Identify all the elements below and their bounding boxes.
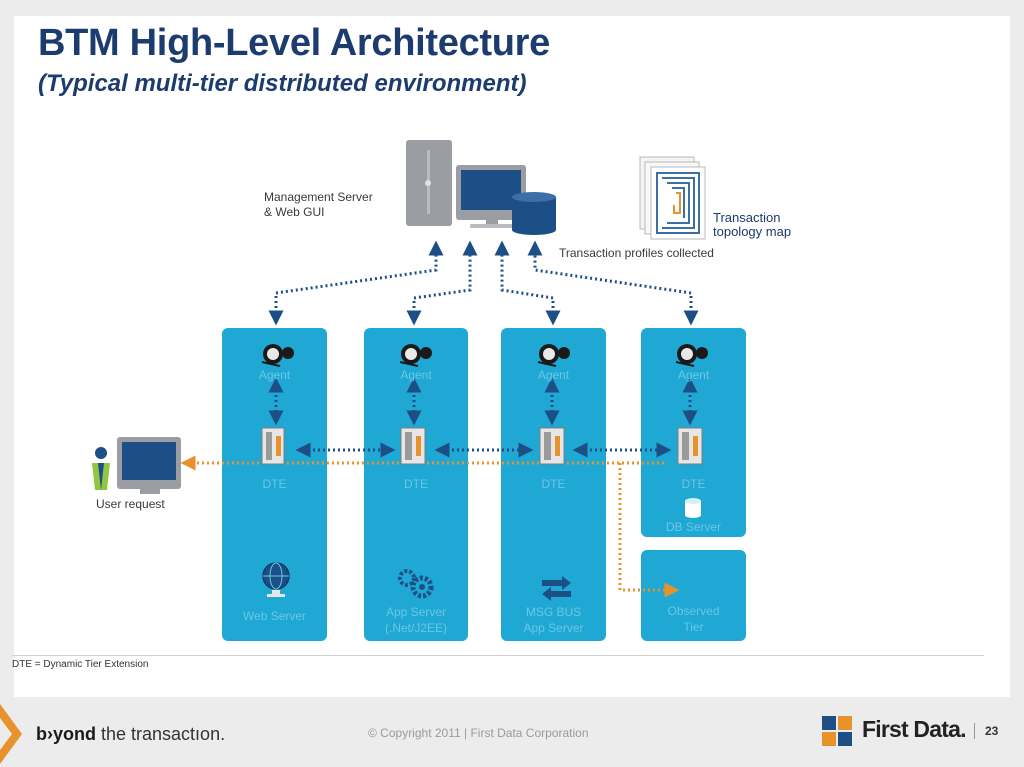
db-cylinder-icon <box>685 498 701 518</box>
exchange-arrows-icon <box>542 576 571 601</box>
slide-subtitle: (Typical multi-tier distributed environm… <box>38 70 527 97</box>
dte-label: DTE <box>541 477 566 491</box>
tier-box-app <box>364 328 468 641</box>
tier-name: Web Server <box>242 609 307 623</box>
tier-name: DB Server <box>665 520 722 534</box>
profiles-collected-label: Transaction profiles collected <box>559 246 714 260</box>
user-monitor-icon <box>117 437 181 494</box>
page-number: 23 <box>985 724 999 738</box>
mgmt-link-1 <box>268 240 444 326</box>
tier-observed: Observed Tier <box>641 550 746 641</box>
observed-line1: Observed <box>667 604 720 618</box>
tier-web-server: Agent DTE Web Server <box>222 328 327 641</box>
footnote: DTE = Dynamic Tier Extension <box>12 659 149 670</box>
dte-label: DTE <box>262 477 287 491</box>
user-person-icon <box>92 447 110 490</box>
gears-icon <box>398 569 434 599</box>
agent-label: Agent <box>537 368 570 382</box>
tier-name-sub: App Server <box>523 621 584 635</box>
tier-box-msg <box>501 328 606 641</box>
tier-name: App Server <box>385 605 447 619</box>
tier-app-server: Agent DTE App Server (.Net/J2EE) <box>364 328 468 641</box>
dte-icon-1 <box>261 427 285 465</box>
agent-label: Agent <box>258 368 291 382</box>
mgmt-link-2 <box>406 240 478 326</box>
footer-tagline: b›yond the transactıon. <box>36 724 226 744</box>
copyright: © Copyright 2011 | First Data Corporatio… <box>368 726 589 740</box>
tier-db-server: Agent DTE DB Server <box>641 328 746 537</box>
agent-icon-4 <box>675 344 708 367</box>
globe-icon <box>262 562 290 597</box>
agent-icon-2 <box>399 344 432 367</box>
agent-label: Agent <box>400 368 432 382</box>
server-tower-icon <box>406 140 452 226</box>
footer-chevron-icon <box>0 704 22 764</box>
dte-icon-2 <box>400 427 426 465</box>
agent-icon-3 <box>537 344 570 367</box>
tier-name: MSG BUS <box>525 605 582 619</box>
agent-icon-1 <box>261 344 294 367</box>
tier-box-observed <box>641 550 746 641</box>
page-separator <box>974 723 975 739</box>
user-request-label: User request <box>96 497 165 511</box>
mgmt-link-3 <box>494 240 561 326</box>
tier-name-sub: (.Net/J2EE) <box>384 621 447 635</box>
dte-icon-3 <box>539 427 565 465</box>
brand-name: First Data. <box>862 716 966 742</box>
tier-msg-bus: Agent DTE MSG BUS App Server <box>501 328 606 641</box>
database-icon <box>512 192 556 235</box>
dte-icon-4 <box>677 427 703 465</box>
monitor-icon <box>456 165 526 228</box>
agent-label: Agent <box>677 368 710 382</box>
topology-map-icon <box>639 156 706 240</box>
footnote-divider <box>12 655 984 656</box>
first-data-logo-icon <box>822 716 852 746</box>
topology-map-label: Transaction topology map <box>713 210 792 239</box>
dte-label: DTE <box>681 477 706 491</box>
management-server-label: Management Server & Web GUI <box>264 190 373 219</box>
dte-label: DTE <box>404 477 428 491</box>
observed-line2: Tier <box>683 620 704 634</box>
tier-box-web <box>222 328 327 641</box>
observed-path <box>618 463 680 598</box>
slide-title: BTM High-Level Architecture <box>38 22 551 64</box>
